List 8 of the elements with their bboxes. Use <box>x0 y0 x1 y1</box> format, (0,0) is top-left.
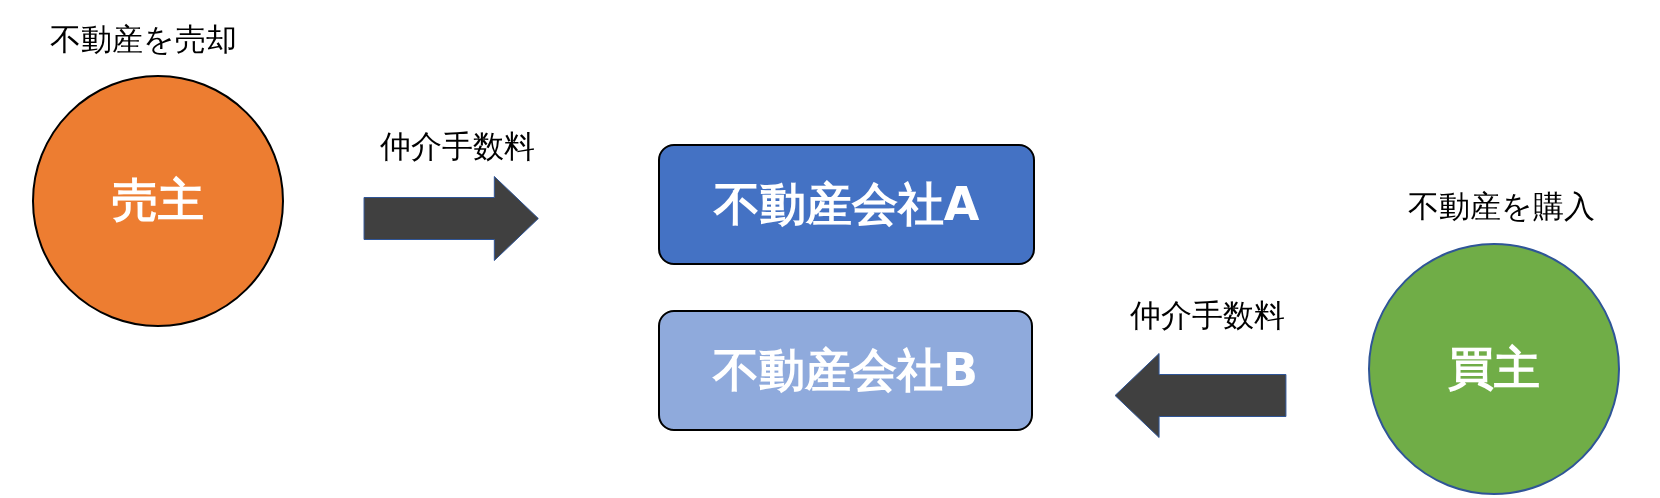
company-box <box>658 144 1035 265</box>
node-label: 不動産会社A <box>713 175 980 233</box>
node-label: 不動産会社B <box>712 341 979 399</box>
block-arrow <box>363 176 539 261</box>
node-label: 売主 <box>112 172 204 229</box>
block-arrow <box>1114 353 1287 438</box>
node-label: 買主 <box>1448 340 1540 397</box>
company-box <box>658 310 1033 431</box>
